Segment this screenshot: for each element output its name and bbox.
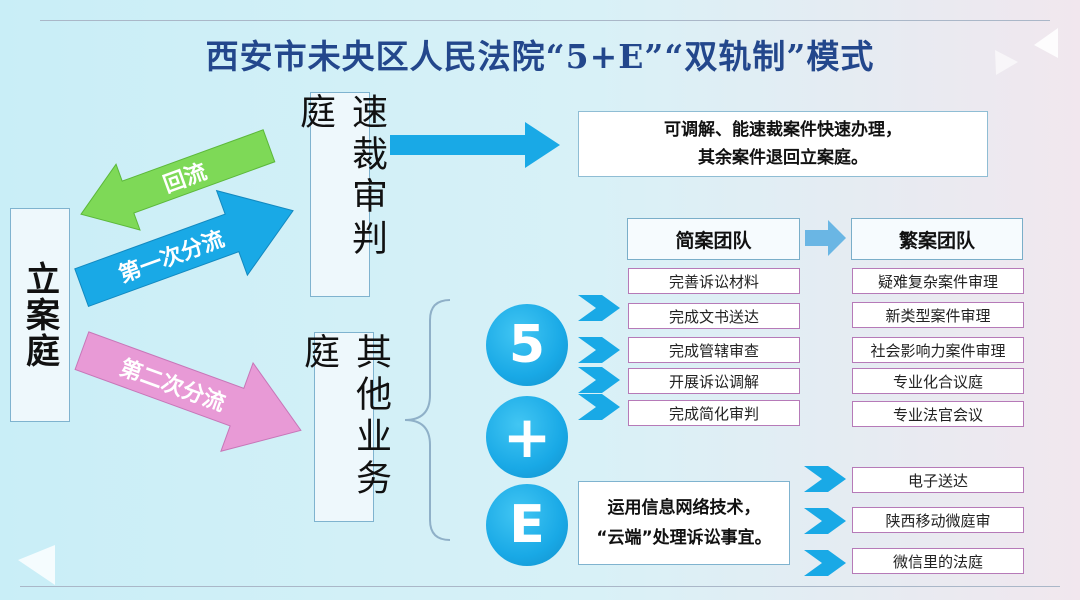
lian-an-court-box: 立案庭 (10, 208, 70, 422)
e-chevrons (804, 466, 846, 576)
simple-team-header: 简案团队 (627, 218, 800, 260)
complex-team-item: 疑难复杂案件审理 (852, 268, 1024, 294)
page-title: 西安市未央区人民法院“5+E”“双轨制”模式 (205, 37, 875, 76)
cloud-line2: “云端”处理诉讼事宜。 (596, 528, 772, 548)
complex-team-item: 社会影响力案件审理 (852, 337, 1024, 363)
complex-team-item: 新类型案件审理 (852, 302, 1024, 328)
sucai-result-line2: 其余案件退回立案庭。 (698, 148, 868, 168)
simple-team-item: 完成简化审判 (628, 400, 800, 426)
e-item: 电子送达 (852, 467, 1024, 493)
corner-triangle-top-right-1 (1034, 28, 1058, 58)
corner-triangle-top-right-2 (995, 50, 1018, 75)
five-chevrons (578, 295, 620, 420)
team-link-arrow (805, 220, 846, 256)
bottom-divider (20, 586, 1060, 587)
simple-team-item: 开展诉讼调解 (628, 368, 800, 394)
sucai-result-box: 可调解、能速裁案件快速办理， 其余案件退回立案庭。 (578, 111, 988, 177)
simple-team-item: 完善诉讼材料 (628, 268, 800, 294)
simple-team-item: 完成管辖审查 (628, 337, 800, 363)
sucai-result-arrow (390, 122, 560, 168)
e-circle: E (486, 484, 568, 566)
sucai-result-line1: 可调解、能速裁案件快速办理， (664, 120, 902, 140)
other-court-box: 其他业务庭 (298, 332, 391, 522)
curly-brace (404, 299, 451, 541)
e-item: 陕西移动微庭审 (852, 507, 1024, 533)
complex-team-header: 繁案团队 (851, 218, 1023, 260)
cloud-processing-box: 运用信息网络技术， “云端”处理诉讼事宜。 (578, 481, 790, 565)
cloud-line1: 运用信息网络技术， (607, 498, 761, 518)
e-item: 微信里的法庭 (852, 548, 1024, 574)
sucai-court-box: 速裁审判庭 (294, 92, 387, 297)
complex-team-item: 专业法官会议 (852, 401, 1024, 427)
complex-team-item: 专业化合议庭 (852, 368, 1024, 394)
corner-triangle-bottom-left (18, 545, 55, 585)
plus-circle: + (486, 396, 568, 478)
five-circle: 5 (486, 304, 568, 386)
second-split-arrow: 第二次分流 (74, 331, 302, 452)
simple-team-item: 完成文书送达 (628, 303, 800, 329)
top-divider (40, 20, 1050, 21)
